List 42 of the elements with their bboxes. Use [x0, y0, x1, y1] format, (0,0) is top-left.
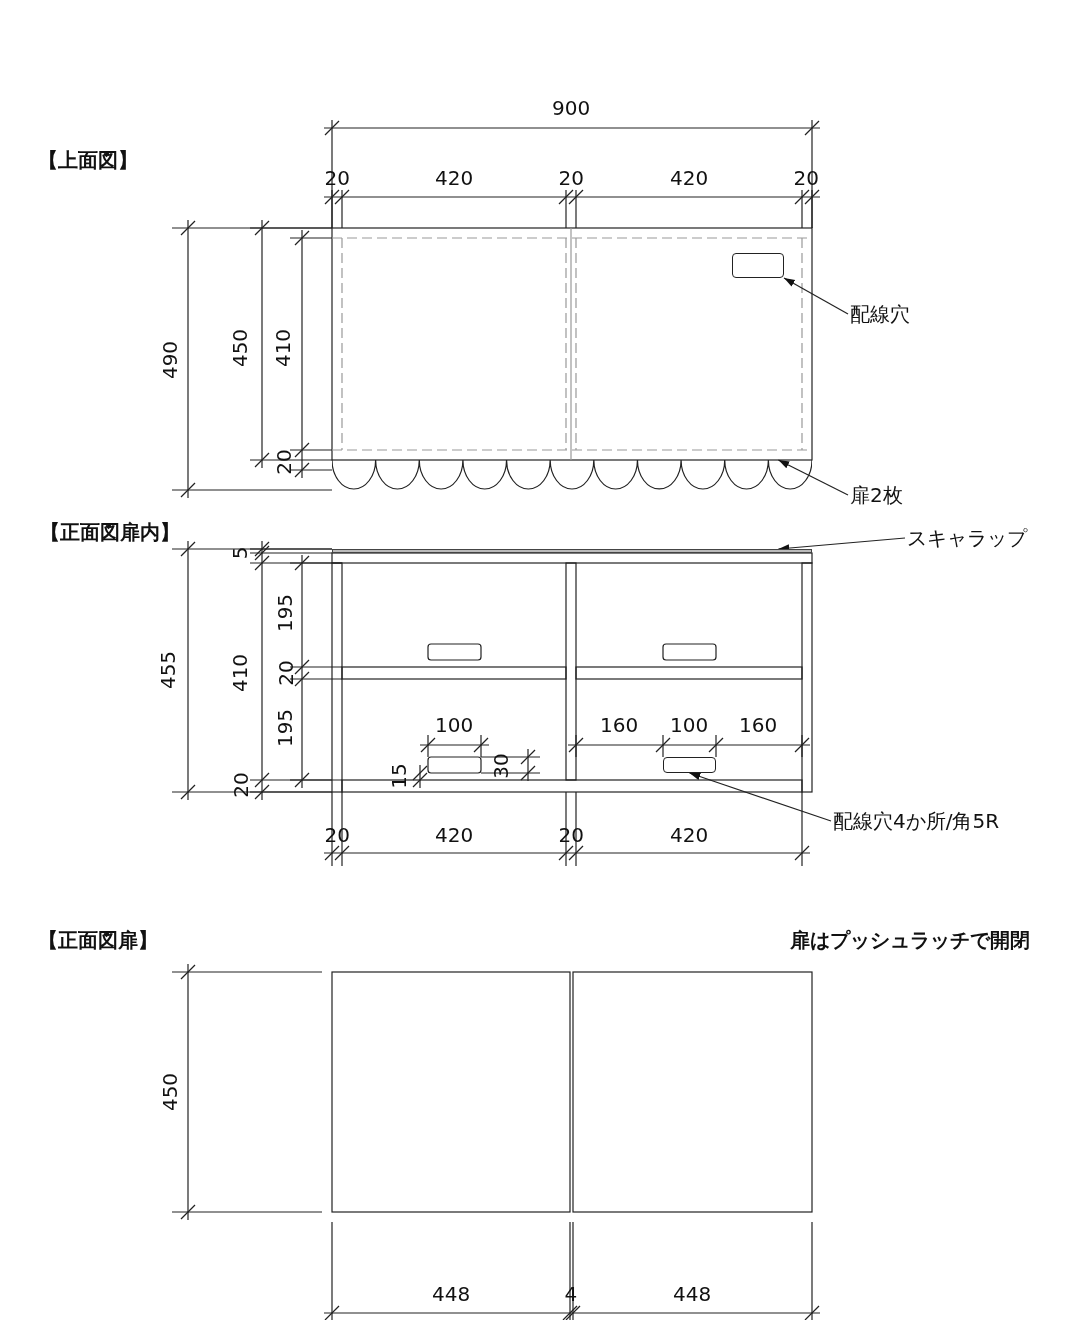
- dimension-value: 490: [159, 340, 182, 380]
- dimension-value: 410: [272, 328, 295, 368]
- view-title: 【正面図扉内】: [40, 521, 180, 543]
- dimension-value: 20: [274, 660, 297, 686]
- dimension-value: 100: [670, 714, 709, 736]
- dimension-value: 420: [670, 824, 709, 846]
- dimension-value: 195: [274, 593, 297, 633]
- dimension-value: 448: [673, 1283, 712, 1305]
- dimension-value: 15: [387, 763, 410, 789]
- leader-line: [777, 459, 849, 496]
- dimension-value: 420: [670, 167, 709, 189]
- dimension-value: 160: [739, 714, 778, 736]
- scalloped-door-edge: [332, 460, 812, 490]
- view-title: 扉はプッシュラッチで開閉: [790, 929, 1030, 951]
- leader-line: [777, 537, 906, 552]
- dimension-value: 455: [157, 650, 180, 690]
- dimension-value: 448: [432, 1283, 471, 1305]
- dimension-value: 450: [159, 1072, 182, 1112]
- leader-line: [688, 772, 832, 822]
- dimension-value: 160: [600, 714, 639, 736]
- callout-text: 配線穴4か所/角5R: [833, 810, 1000, 832]
- dimension-value: 20: [272, 449, 295, 475]
- callout-text: スキャラップ: [907, 527, 1027, 549]
- dimension-value: 100: [435, 714, 474, 736]
- leader-line: [783, 277, 849, 315]
- dimension-value: 420: [435, 824, 474, 846]
- view-title: 【上面図】: [38, 149, 138, 171]
- dimension-value: 20: [229, 772, 252, 798]
- view-title: 【正面図扉】: [38, 929, 158, 951]
- dimension-value: 450: [229, 328, 252, 368]
- dimension-value: 900: [552, 97, 591, 119]
- dimension-value: 195: [274, 708, 297, 748]
- callout-text: 配線穴: [850, 303, 910, 325]
- callout-text: 扉2枚: [850, 484, 903, 506]
- dimension-value: 30: [489, 753, 512, 779]
- dimension-value: 410: [229, 653, 252, 693]
- wiring-hole: [663, 757, 716, 773]
- wiring-hole: [732, 253, 784, 278]
- dimension-value: 20: [558, 167, 584, 189]
- dimension-value: 420: [435, 167, 474, 189]
- dimension-value: 5: [228, 546, 251, 560]
- top-panel: [332, 549, 812, 553]
